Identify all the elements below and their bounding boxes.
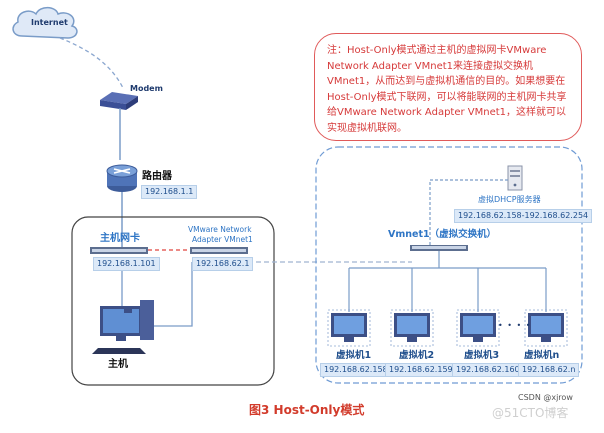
- vm-monitor-icon: [524, 309, 568, 347]
- vswitch-label: Vmnet1（虚拟交换机）: [388, 229, 497, 240]
- vm-name-2: 虚拟机2: [399, 350, 435, 361]
- host-computer-icon: [92, 300, 154, 354]
- vm-monitor-icon: [327, 309, 371, 347]
- vmnet-adapter-label-2: Adapter VMnet1: [192, 235, 253, 244]
- vm-ip-2: 192.168.62.159: [385, 363, 457, 377]
- csdn-credit: CSDN @xjrow: [518, 393, 573, 402]
- vm-tree-links: [348, 251, 547, 312]
- vm-monitor-icon: [390, 309, 434, 347]
- internet-label: Internet: [31, 18, 68, 27]
- internet-cloud-icon: [12, 6, 78, 39]
- vmnet1-adapter-card-icon: [190, 247, 248, 254]
- figure-caption: 图3 Host-Only模式: [249, 403, 365, 417]
- internet-modem-link: [59, 37, 124, 89]
- vm-name-n: 虚拟机n: [524, 350, 560, 361]
- vm-ip-3: 192.168.62.160: [452, 363, 524, 377]
- vm-ip-n: 192.168.62.n: [518, 363, 580, 377]
- vm-monitor-icon: [456, 309, 500, 347]
- router-icon: [106, 164, 138, 192]
- adapter-pc-link: [152, 262, 193, 327]
- watermark: @51CTO博客: [492, 406, 569, 420]
- host-boundary: [71, 216, 275, 386]
- modem-icon: [100, 92, 138, 110]
- dhcp-range: 192.168.62.158-192.168.62.254: [454, 209, 593, 223]
- host-nic-label: 主机网卡: [100, 233, 140, 244]
- vm-ellipsis: • • • •: [498, 321, 532, 330]
- host-label: 主机: [108, 359, 128, 370]
- modem-label: Modem: [130, 84, 163, 93]
- vswitch-icon: [410, 245, 468, 251]
- router-ip: 192.168.1.1: [141, 185, 198, 199]
- vmnet-adapter-ip: 192.168.62.1: [192, 257, 254, 271]
- router-label: 路由器: [142, 171, 172, 182]
- vswitch-dhcp-link: [429, 179, 508, 245]
- host-nic-ip: 192.168.1.101: [93, 257, 160, 271]
- vm-ip-1: 192.168.62.158: [320, 363, 392, 377]
- vm-name-3: 虚拟机3: [464, 350, 500, 361]
- dhcp-server-icon: [507, 165, 523, 191]
- virtual-network-boundary: [315, 146, 583, 384]
- host-nic-card-icon: [90, 247, 148, 254]
- dhcp-label: 虚拟DHCP服务器: [478, 195, 541, 204]
- vm-icons: [327, 309, 568, 347]
- explanation-note: 注：Host-Only模式通过主机的虚拟网卡VMware Network Ada…: [314, 33, 582, 141]
- vmnet-adapter-label-1: VMware Network: [188, 225, 252, 234]
- vm-name-1: 虚拟机1: [336, 350, 372, 361]
